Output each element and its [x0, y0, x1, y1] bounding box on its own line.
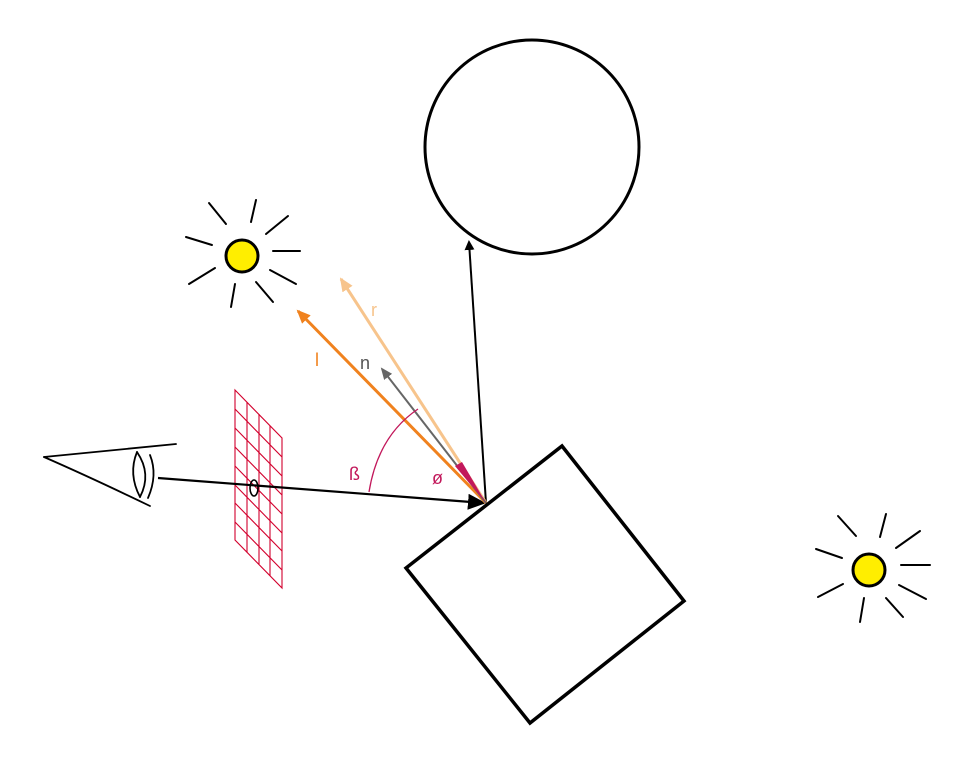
- sphere-object: [423, 38, 641, 256]
- cube-object: [403, 443, 687, 726]
- sun-icon: [815, 513, 931, 623]
- normal-vector-label: n: [360, 353, 370, 373]
- eye-icon: [43, 443, 177, 507]
- sun-icon: [185, 199, 301, 308]
- pixel-hit-marker: [249, 479, 259, 497]
- primary-ray: [157, 476, 486, 510]
- phi-angle-label: ø: [432, 468, 443, 488]
- reflection-vector-label: r: [371, 300, 377, 320]
- reflected-ray-to-sphere: [464, 240, 487, 504]
- light-vector: [296, 309, 488, 505]
- phi-angle-wedge: [455, 462, 486, 503]
- beta-angle-arc: [368, 408, 419, 493]
- light-vector-label: l: [315, 350, 319, 370]
- beta-angle-label: ß: [349, 464, 360, 484]
- pixel-grid-icon: [234, 388, 283, 590]
